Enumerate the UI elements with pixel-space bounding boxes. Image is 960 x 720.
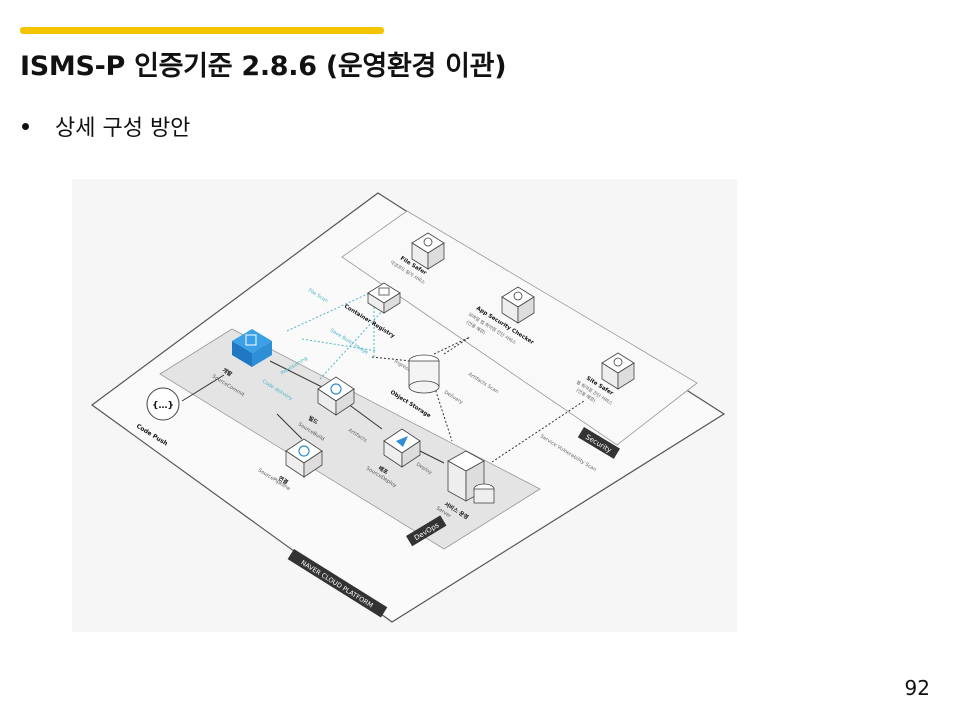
title-accent-bar (20, 27, 384, 34)
page-number: 92 (905, 676, 930, 700)
slide-title: ISMS-P 인증기준 2.8.6 (운영환경 이관) (20, 44, 506, 83)
architecture-diagram: Security DevOps NAVER CLOUD PLATFORM (72, 179, 737, 632)
bullet-icon (22, 123, 29, 130)
bullet-text: 상세 구성 방안 (55, 110, 190, 142)
server-icon (474, 489, 494, 503)
code-braces-icon: {…} (152, 401, 174, 411)
architecture-diagram-svg: Security DevOps NAVER CLOUD PLATFORM (72, 179, 737, 632)
bullet-item: 상세 구성 방안 (22, 110, 190, 142)
